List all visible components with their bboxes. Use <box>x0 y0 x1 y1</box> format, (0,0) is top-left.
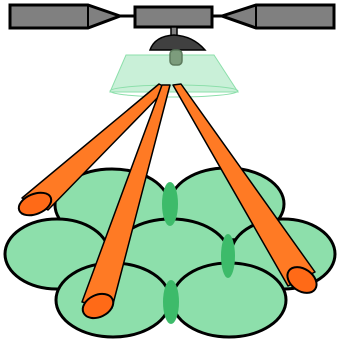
cell-overlap-right <box>221 234 235 278</box>
antenna-feed-icon <box>170 50 182 65</box>
solar-panel-left <box>10 5 120 28</box>
cell-overlap-top <box>162 182 178 226</box>
cell-overlap-bottom <box>163 280 179 324</box>
satellite <box>10 5 334 65</box>
antenna-dish-icon <box>150 35 205 50</box>
satellite-bus <box>135 7 212 27</box>
solar-panel-right <box>222 5 334 28</box>
